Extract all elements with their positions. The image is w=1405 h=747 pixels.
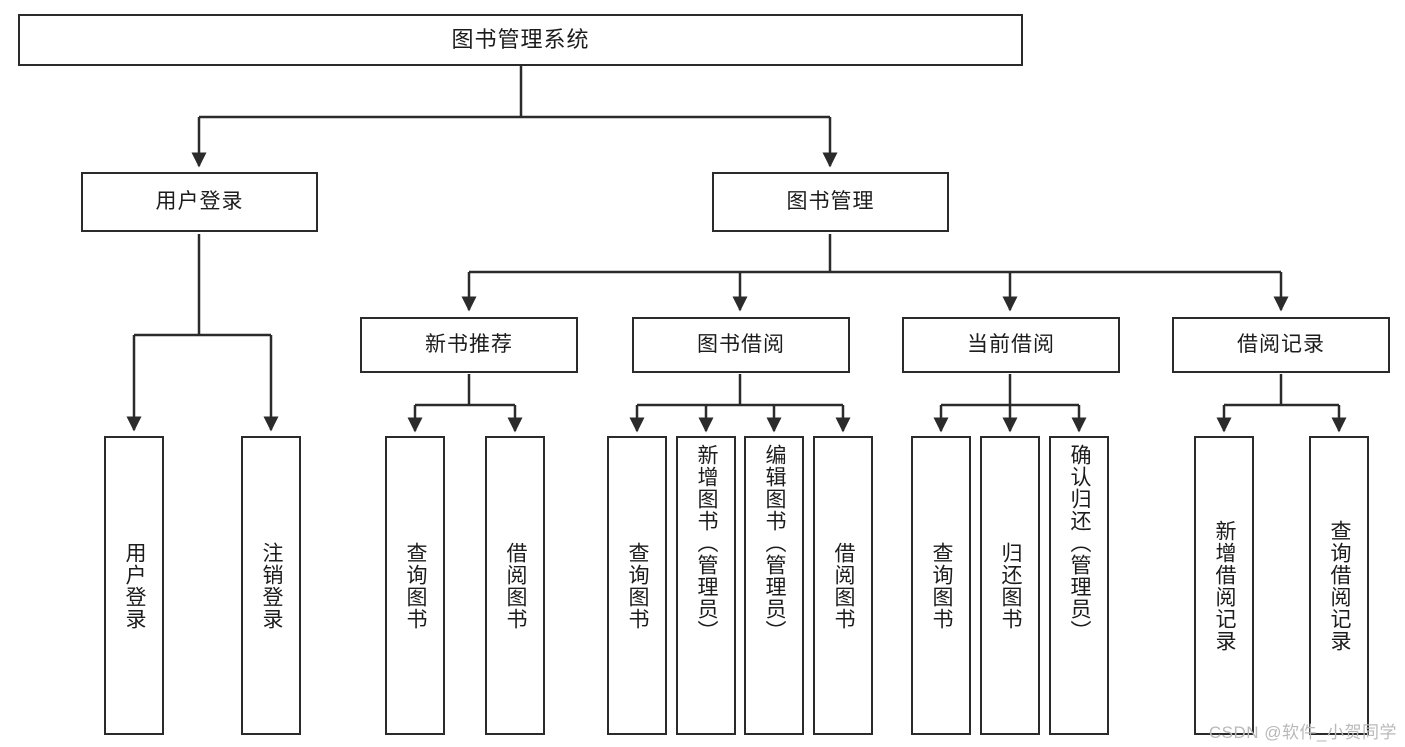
node-book-mgmt[interactable]: 图书管理 [712, 172, 949, 232]
node-leaf-query-book-b-label: 查询图书 [625, 541, 649, 630]
node-root-label: 图书管理系统 [451, 26, 590, 52]
node-leaf-user-login-label: 用户登录 [122, 541, 146, 630]
node-leaf-query-record[interactable]: 查询借阅记录 [1309, 436, 1369, 735]
node-current-borrow-label: 当前借阅 [967, 333, 1055, 357]
node-leaf-borrow-book-b-label: 借阅图书 [831, 541, 855, 630]
node-borrow-record[interactable]: 借阅记录 [1172, 317, 1390, 373]
node-leaf-edit-book[interactable]: 编辑图书（管理员） [744, 436, 804, 735]
watermark: CSDN @软件_小贺同学 [1208, 723, 1397, 742]
node-leaf-borrow-book-b[interactable]: 借阅图书 [813, 436, 873, 735]
node-leaf-confirm-return[interactable]: 确认归还（管理员） [1049, 436, 1109, 735]
node-leaf-borrow-book-a-label: 借阅图书 [503, 541, 527, 630]
node-book-borrow-label: 图书借阅 [697, 333, 785, 357]
node-leaf-add-record[interactable]: 新增借阅记录 [1194, 436, 1254, 735]
node-leaf-add-record-label: 新增借阅记录 [1212, 519, 1236, 652]
node-borrow-record-label: 借阅记录 [1237, 333, 1325, 357]
node-leaf-add-book-label: 新增图书（管理员） [694, 444, 718, 642]
node-leaf-query-book-b[interactable]: 查询图书 [607, 436, 667, 735]
node-leaf-return-book-label: 归还图书 [998, 541, 1022, 630]
node-root[interactable]: 图书管理系统 [18, 14, 1023, 66]
node-leaf-user-login[interactable]: 用户登录 [104, 436, 164, 735]
node-leaf-query-book-a-label: 查询图书 [403, 541, 427, 630]
node-book-mgmt-label: 图书管理 [786, 190, 875, 214]
node-leaf-return-book[interactable]: 归还图书 [980, 436, 1040, 735]
node-leaf-add-book[interactable]: 新增图书（管理员） [676, 436, 736, 735]
node-leaf-query-book-c[interactable]: 查询图书 [911, 436, 971, 735]
node-new-book-rec-label: 新书推荐 [425, 333, 513, 357]
node-leaf-query-book-c-label: 查询图书 [929, 541, 953, 630]
node-new-book-rec[interactable]: 新书推荐 [360, 317, 578, 373]
node-leaf-confirm-return-label: 确认归还（管理员） [1067, 444, 1091, 642]
node-leaf-logout-label: 注销登录 [259, 541, 283, 630]
node-book-borrow[interactable]: 图书借阅 [632, 317, 850, 373]
node-leaf-query-record-label: 查询借阅记录 [1327, 519, 1351, 652]
node-leaf-query-book-a[interactable]: 查询图书 [385, 436, 445, 735]
node-user-login-label: 用户登录 [155, 190, 244, 214]
node-current-borrow[interactable]: 当前借阅 [902, 317, 1120, 373]
node-user-login[interactable]: 用户登录 [81, 172, 318, 232]
node-leaf-borrow-book-a[interactable]: 借阅图书 [485, 436, 545, 735]
node-leaf-logout[interactable]: 注销登录 [241, 436, 301, 735]
node-leaf-edit-book-label: 编辑图书（管理员） [762, 444, 786, 642]
